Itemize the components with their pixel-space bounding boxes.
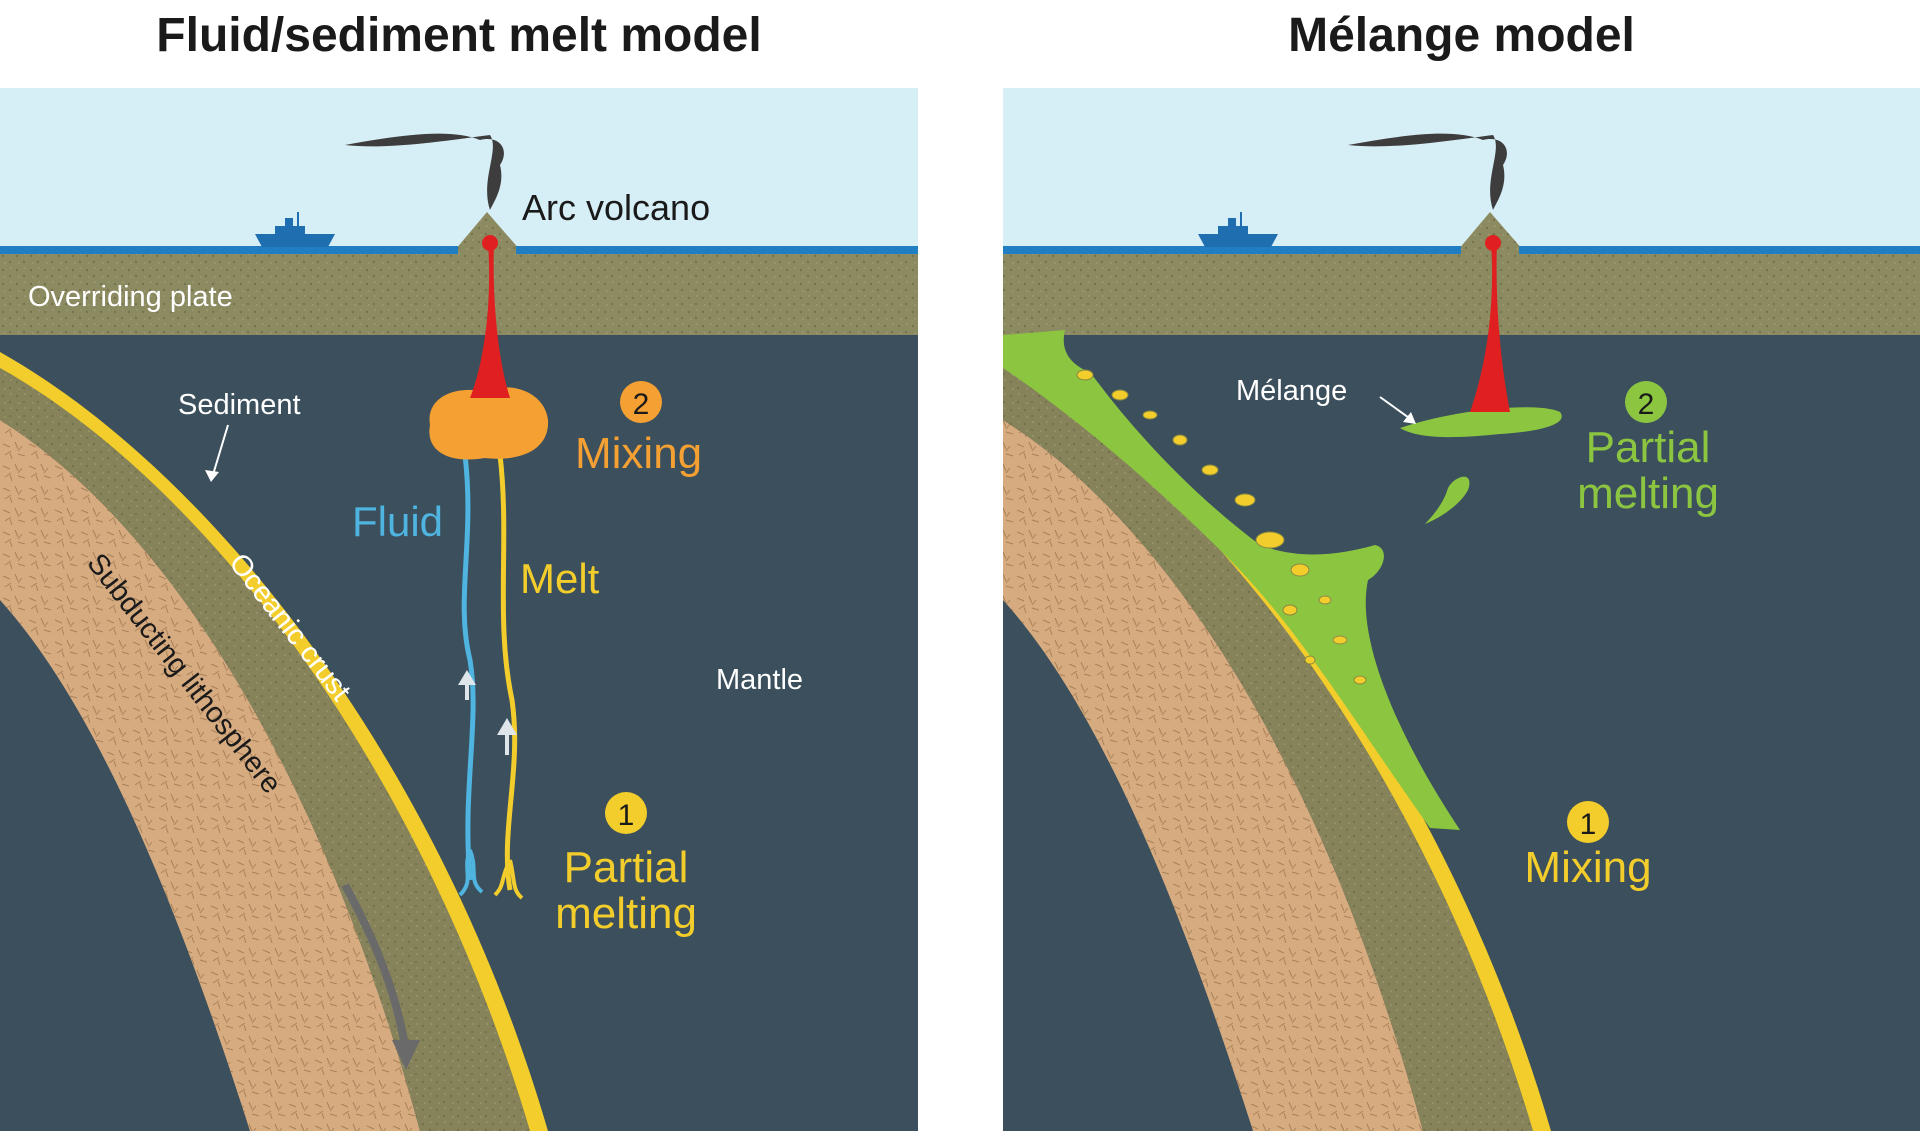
magma-conduit xyxy=(470,242,510,398)
fluid-arrow-icon xyxy=(458,670,476,700)
arc-volcano-label: Arc volcano xyxy=(522,187,710,228)
sky-right xyxy=(1003,88,1920,250)
mixing-chamber xyxy=(429,387,549,460)
left-panel: Arc volcano Overriding plate Sediment Oc… xyxy=(0,88,918,1131)
melange-diapir xyxy=(1400,407,1562,438)
step-2-number: 2 xyxy=(633,388,650,421)
step-1-number: 1 xyxy=(618,799,635,832)
magma-vent xyxy=(482,235,498,251)
fluid-label: Fluid xyxy=(352,498,443,545)
melange-zone xyxy=(1003,330,1460,830)
ocean-water-right xyxy=(1003,246,1461,254)
melange-pointer xyxy=(1379,396,1413,421)
melange-droplet xyxy=(1425,476,1470,524)
left-panel-title: Fluid/sediment melt model xyxy=(156,9,762,62)
melting-label: melting xyxy=(555,889,697,938)
melt-arrow-icon xyxy=(497,718,517,755)
ocean-water xyxy=(0,246,458,254)
sediment-pointer xyxy=(211,424,229,479)
step-1-number-right: 1 xyxy=(1580,808,1597,841)
mantle-label: Mantle xyxy=(716,664,803,696)
subduction-direction-arrow xyxy=(341,883,409,1046)
sediment-label: Sediment xyxy=(178,389,301,421)
melt-path xyxy=(497,454,518,891)
step-1-badge xyxy=(605,792,647,834)
sky xyxy=(0,88,918,250)
partial-label: Partial xyxy=(564,843,689,892)
melting-label-right: melting xyxy=(1577,469,1719,518)
fluid-path xyxy=(461,454,476,881)
right-panel: Mélange 2 Partial melting 1 Mixing xyxy=(1003,88,1920,1131)
mixing-label-right: Mixing xyxy=(1524,843,1651,892)
magma-conduit-right xyxy=(1470,242,1510,412)
melt-label: Melt xyxy=(520,555,600,602)
step-2-badge xyxy=(620,381,662,423)
melange-blocks xyxy=(1076,369,1367,685)
ship-icon xyxy=(255,212,335,247)
partial-label-right: Partial xyxy=(1586,423,1711,472)
step-1-badge-right xyxy=(1567,801,1609,843)
melange-label: Mélange xyxy=(1236,375,1347,407)
step-2-badge-right xyxy=(1625,381,1667,423)
overriding-plate-label: Overriding plate xyxy=(28,281,233,313)
step-2-number-right: 2 xyxy=(1638,388,1655,421)
right-panel-title: Mélange model xyxy=(1288,9,1635,62)
ship-icon-right xyxy=(1198,212,1278,247)
mixing-label: Mixing xyxy=(575,429,702,478)
